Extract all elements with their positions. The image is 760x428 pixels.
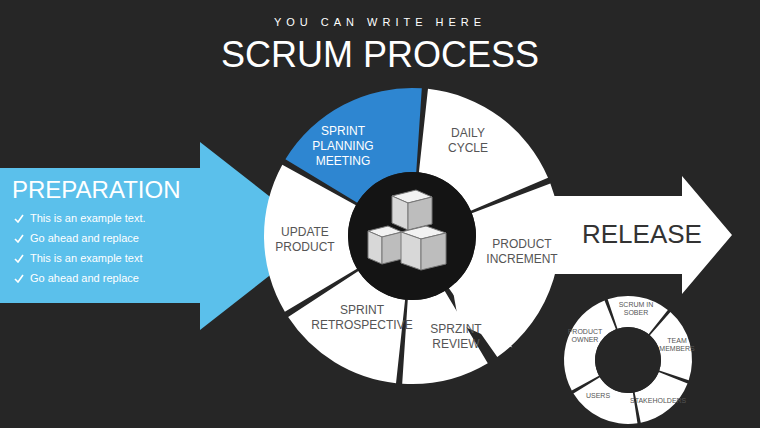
check-mark (14, 274, 24, 283)
role-segment-label: USERS (583, 392, 613, 400)
title: SCRUM PROCESS (0, 34, 760, 76)
cycle-segment (264, 165, 357, 312)
panel-heading: PREPARATION (12, 176, 197, 204)
scrum-cycle-ring (264, 88, 560, 384)
bullet-item: This is an example text (12, 248, 197, 268)
bullet-item: This is an example text. (12, 208, 197, 228)
bullet-text: This is an example text. (30, 212, 146, 224)
check-mark (14, 254, 24, 263)
role-segment-label: SCRUM IN SOBER (616, 301, 656, 318)
bullet-item: Go ahead and replace (12, 268, 197, 288)
node-text: DAILY CYCLE (435, 126, 501, 156)
node-text: SCRUM IN SOBER (616, 301, 656, 318)
node-text: UPDATE PRODUCT (269, 225, 341, 255)
roles-ring (564, 296, 692, 424)
cycle-segment-label: DAILY CYCLE (435, 126, 501, 156)
release-arrow (540, 176, 732, 294)
bullet-text: Go ahead and replace (30, 272, 139, 284)
node-text: USERS (583, 392, 613, 400)
node-text: PRODUCT INCREMENT (484, 237, 560, 267)
bullet-text: Go ahead and replace (30, 232, 139, 244)
node-text: SPRINT RETROSPECTIVE (310, 303, 414, 333)
node-text: RELEASE (582, 218, 692, 251)
role-segment-label: PRODUCT OWNER (567, 328, 603, 345)
cycle-segment-label: SPRINT RETROSPECTIVE (310, 303, 414, 333)
boxes-icon (368, 190, 446, 270)
node-text: PRODUCT OWNER (567, 328, 603, 345)
cycle-segment-label: SPRZINT REVIEW (420, 322, 492, 352)
ring-center (348, 172, 476, 300)
cycle-segment-label: SPRINT PLANNING MEETING (302, 124, 384, 169)
bullet-text: This is an example text (30, 252, 143, 264)
cycle-segment-label: UPDATE PRODUCT (269, 225, 341, 255)
roles-center (595, 327, 661, 393)
release-arrow-label: RELEASE (582, 218, 692, 251)
preparation-arrow-text: PREPARATION This is an example text. Go ah… (12, 176, 197, 288)
role-segment-label: STAKEHOLDERS (630, 397, 682, 405)
node-text: SPRZINT REVIEW (420, 322, 492, 352)
role-segment-label: TEAM MEMBERS (659, 337, 695, 354)
node-text: STAKEHOLDERS (630, 397, 682, 405)
check-mark (14, 214, 24, 223)
node-text: SPRINT PLANNING MEETING (302, 124, 384, 169)
subtitle: YOU CAN WRITE HERE (0, 16, 760, 28)
bullet-item: Go ahead and replace (12, 228, 197, 248)
node-text: TEAM MEMBERS (659, 337, 695, 354)
cycle-segment-label: PRODUCT INCREMENT (484, 237, 560, 267)
check-mark (14, 234, 24, 243)
